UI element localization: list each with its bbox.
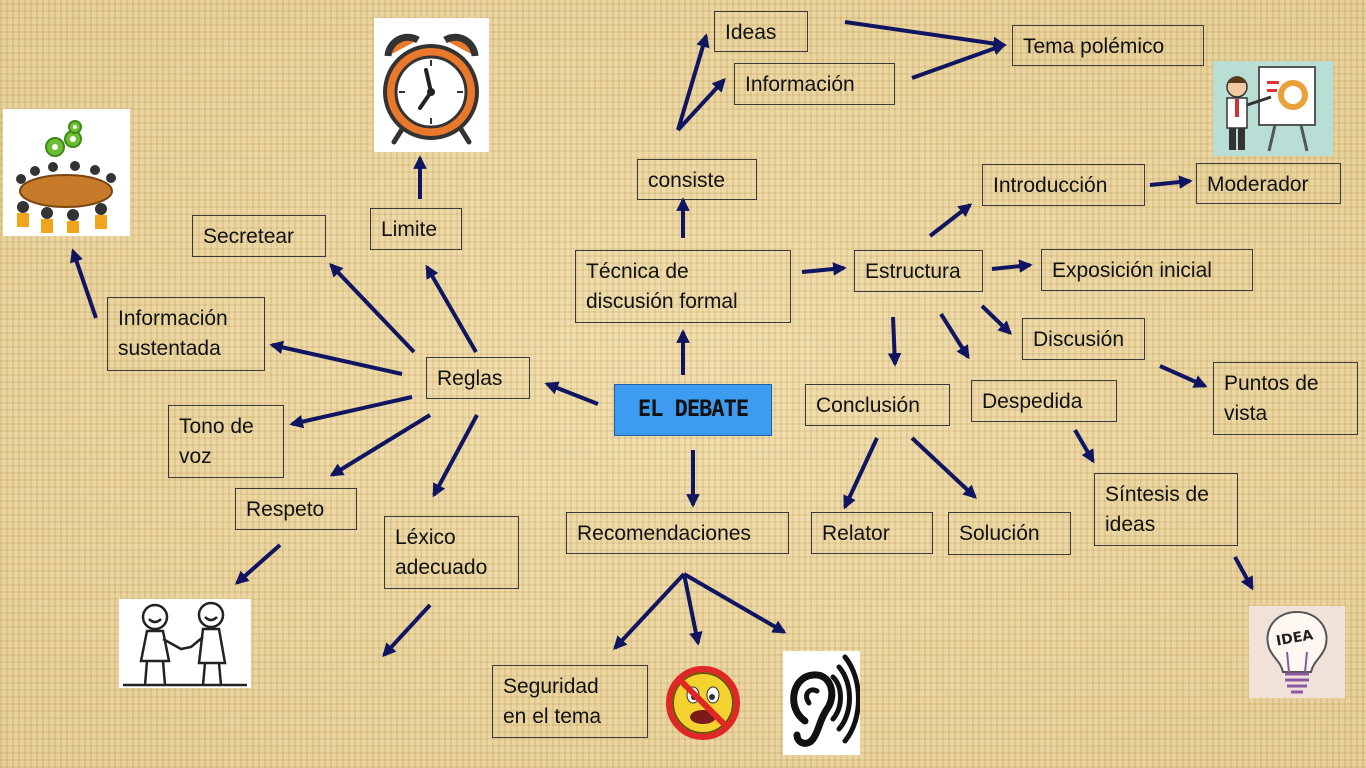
node-lexico-adecuado: Léxico adecuado: [384, 516, 519, 589]
node-sintesis-de-ideas: Síntesis de ideas: [1094, 473, 1238, 546]
node-secretear: Secretear: [192, 215, 326, 257]
node-seguridad-en-el-tema: Seguridad en el tema: [492, 665, 648, 738]
meeting-table-icon: [3, 109, 130, 236]
node-introduccion: Introducción: [982, 164, 1145, 206]
node-relator: Relator: [811, 512, 933, 554]
node-estructura: Estructura: [854, 250, 983, 292]
node-exposicion-inicial: Exposición inicial: [1041, 249, 1253, 291]
node-tono-de-voz: Tono de voz: [168, 405, 284, 478]
node-despedida: Despedida: [971, 380, 1117, 422]
node-informacion-sustentada: Información sustentada: [107, 297, 265, 371]
no-talking-icon: [663, 665, 743, 742]
node-recomendaciones: Recomendaciones: [566, 512, 789, 554]
idea-bulb-icon: IDEA: [1249, 606, 1345, 698]
idea-bulb-label: IDEA: [1275, 627, 1315, 649]
node-respeto: Respeto: [235, 488, 357, 530]
node-discusion: Discusión: [1022, 318, 1145, 360]
node-informacion: Información: [734, 63, 895, 105]
node-tema-polemico: Tema polémico: [1012, 25, 1204, 66]
center-title-el-debate: EL DEBATE: [614, 384, 772, 436]
node-ideas: Ideas: [714, 11, 808, 52]
node-reglas: Reglas: [426, 357, 530, 399]
node-puntos-de-vista: Puntos de vista: [1213, 362, 1358, 435]
node-tecnica-de-discusion-formal: Técnica de discusión formal: [575, 250, 791, 323]
node-limite: Limite: [370, 208, 462, 250]
node-consiste: consiste: [637, 159, 757, 200]
alarm-clock-icon: [374, 18, 489, 152]
ear-icon: [783, 651, 861, 755]
handshake-people-icon: [119, 599, 251, 688]
node-solucion: Solución: [948, 512, 1071, 555]
node-moderador: Moderador: [1196, 163, 1341, 204]
node-conclusion: Conclusión: [805, 384, 950, 426]
presenter-icon: [1213, 61, 1333, 156]
